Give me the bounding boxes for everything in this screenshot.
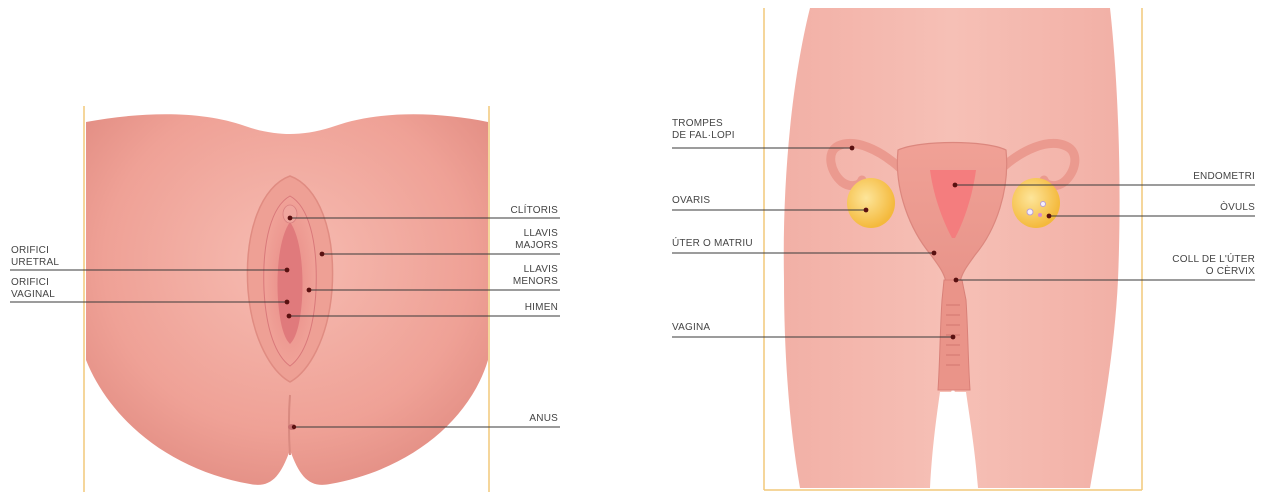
label-ovaris: OVARIS — [672, 195, 710, 207]
label-ovuls: ÒVULS — [1150, 202, 1255, 214]
ovary-left — [847, 178, 895, 228]
dot-llavis-menors — [307, 288, 312, 293]
label-orifici-vaginal-line2: VAGINAL — [11, 289, 55, 301]
ovary-right — [1012, 178, 1060, 228]
label-trompes-line2: DE FAL·LOPI — [672, 130, 735, 142]
dot-vagina — [951, 335, 956, 340]
label-llavis-majors-line1: LLAVIS — [480, 228, 558, 240]
dot-ovuls — [1047, 214, 1052, 219]
label-llavis-menors-line1: LLAVIS — [480, 264, 558, 276]
dot-endometri — [953, 183, 958, 188]
dot-llavis-majors — [320, 252, 325, 257]
ovum-2 — [1041, 202, 1046, 207]
dot-coll — [954, 278, 959, 283]
label-llavis-majors-line2: MAJORS — [480, 240, 558, 252]
dot-ovaris — [864, 208, 869, 213]
external-view — [10, 106, 560, 492]
internal-view — [672, 8, 1255, 490]
label-orifici-vaginal-line1: ORIFICI — [11, 277, 49, 289]
label-anus: ANUS — [480, 413, 558, 425]
label-orifici-uretral-line2: URETRAL — [11, 257, 59, 269]
label-trompes-line1: TROMPES — [672, 118, 723, 130]
dot-uter — [932, 251, 937, 256]
dot-orifici-vaginal — [285, 300, 290, 305]
ovum-1 — [1027, 209, 1033, 215]
dot-trompes — [850, 146, 855, 151]
label-endometri: ENDOMETRI — [1150, 171, 1255, 183]
label-coll-line2: O CÈRVIX — [1150, 266, 1255, 278]
dot-clitoris — [288, 216, 293, 221]
ovum-3 — [1038, 213, 1042, 217]
label-clitoris: CLÍTORIS — [480, 205, 558, 217]
label-llavis-menors-line2: MENORS — [480, 276, 558, 288]
label-uter: ÚTER O MATRIU — [672, 238, 753, 250]
dot-orifici-uretral — [285, 268, 290, 273]
dot-anus — [292, 425, 296, 429]
label-coll-line1: COLL DE L'ÚTER — [1150, 254, 1255, 266]
label-himen: HIMEN — [480, 302, 558, 314]
label-vagina: VAGINA — [672, 322, 710, 334]
label-orifici-uretral-line1: ORIFICI — [11, 245, 49, 257]
dot-himen — [287, 314, 292, 319]
